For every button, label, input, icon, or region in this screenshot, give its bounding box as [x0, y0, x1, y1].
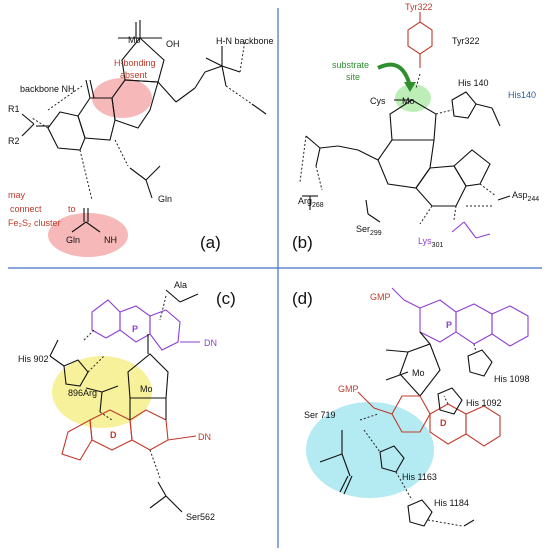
- cys-label: Cys: [370, 96, 386, 106]
- panel-d-label: (d): [292, 289, 313, 308]
- panel-c-label: (c): [216, 289, 236, 308]
- to-label: to: [68, 204, 76, 214]
- his1184-label: His 1184: [434, 498, 469, 508]
- ser-label: Ser299: [356, 224, 382, 237]
- mo-label-d: Mo: [412, 368, 425, 378]
- ser562-label: Ser562: [186, 512, 215, 522]
- panel-b: Tyr322 Tyr322 substrate site His 140 His…: [292, 2, 539, 252]
- nh2-label: NH: [104, 235, 117, 245]
- substrate-arrow: [377, 62, 412, 87]
- p-label-c: P: [132, 324, 138, 334]
- gln-label-1: Gln: [158, 194, 172, 204]
- gmp-label-2: GMP: [338, 384, 359, 394]
- panel-c: Ala His 902 896Arg Mo P D DN DN Ser562 (…: [18, 280, 236, 522]
- arg896-label: 896Arg: [68, 388, 97, 398]
- may-label: may: [8, 190, 26, 200]
- gln-label-2: Gln: [66, 235, 80, 245]
- connect-label: connect: [10, 204, 42, 214]
- mo-label: Mo: [128, 35, 141, 45]
- mo-label-b: Mo: [402, 96, 415, 106]
- hbond-absent-highlight: [92, 78, 152, 118]
- his902-label: His 902: [18, 354, 49, 364]
- panel-b-label: (b): [292, 233, 313, 252]
- his1163-label: His 1163: [402, 472, 437, 482]
- d-label-c: D: [110, 430, 117, 440]
- his1092-label: His 1092: [466, 398, 502, 408]
- cluster-label: Fe₂S₂ cluster: [8, 218, 61, 228]
- tyr322-top-label: Tyr322: [405, 2, 433, 12]
- ala-label: Ala: [174, 280, 187, 290]
- r2-label: R2: [8, 136, 20, 146]
- d-label-d: D: [440, 418, 447, 428]
- panel-d: GMP GMP P D Mo His 1098 His 1092 Ser 719…: [292, 287, 530, 527]
- his140b-label: His140: [508, 90, 536, 100]
- his1098-label: His 1098: [494, 374, 530, 384]
- asp-label: Asp244: [512, 190, 539, 203]
- lys-label: Lys301: [418, 236, 443, 249]
- dn-label-2: DN: [198, 432, 211, 442]
- substrate-label: substrate: [332, 60, 369, 70]
- ser719-label: Ser 719: [304, 410, 336, 420]
- tyr322-side-label: Tyr322: [452, 36, 480, 46]
- arg-label: Arg268: [298, 196, 324, 209]
- site-label: site: [346, 72, 360, 82]
- ser719-highlight: [306, 402, 434, 498]
- mo-label-c: Mo: [140, 384, 153, 394]
- panel-a-label: (a): [200, 233, 221, 252]
- hn-backbone-label: H-N backbone: [216, 36, 274, 46]
- fe2s2-highlight: [48, 213, 128, 257]
- backbone-nh-label: backbone NH: [20, 84, 75, 94]
- gmp-label-1: GMP: [370, 292, 391, 302]
- his140-label: His 140: [458, 78, 489, 88]
- dn-label-1: DN: [204, 338, 217, 348]
- oh-label: OH: [166, 39, 180, 49]
- p-label-d: P: [446, 320, 452, 330]
- absent-label: absent: [120, 70, 148, 80]
- panel-a: Mo OH H-N backbone H-bonding absent back…: [8, 20, 274, 257]
- hbonding-label: H-bonding: [114, 58, 156, 68]
- r1-label: R1: [8, 104, 20, 114]
